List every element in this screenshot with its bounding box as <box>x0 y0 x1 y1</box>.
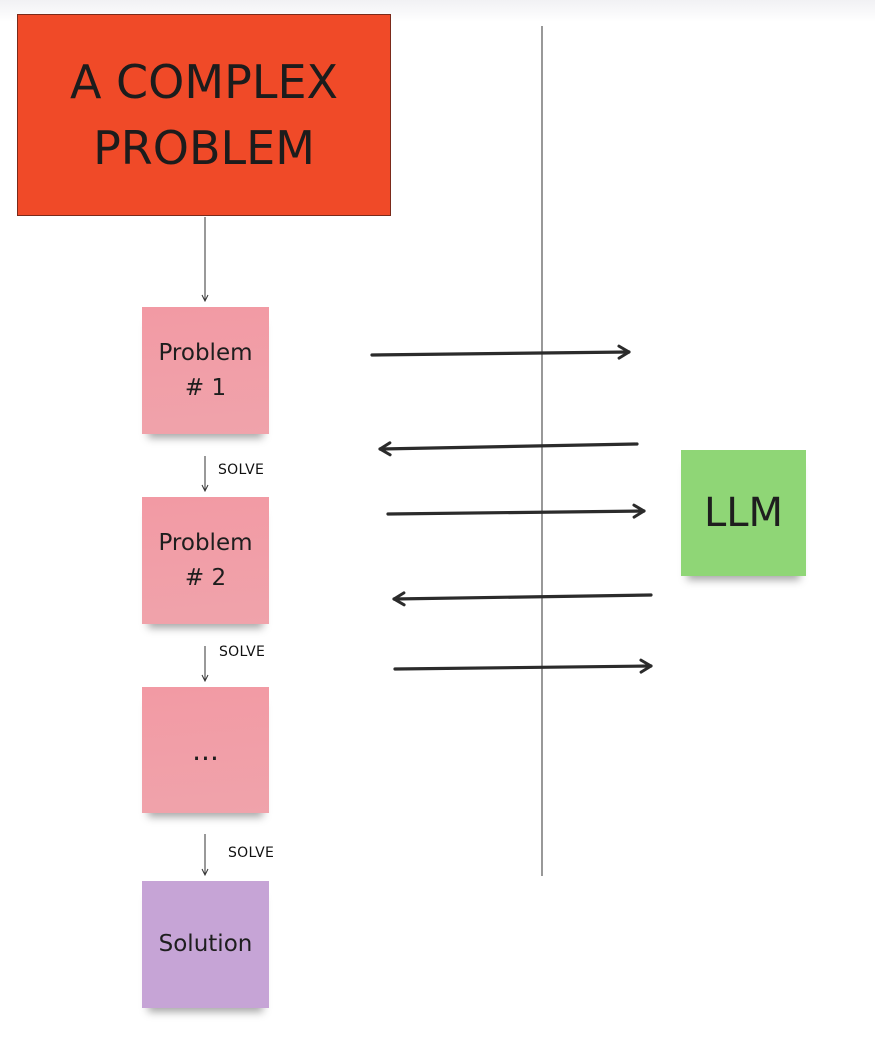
solution-note: Solution <box>142 881 269 1008</box>
arrow-from-llm-1 <box>378 441 639 457</box>
arrow-to-llm-1 <box>370 344 631 360</box>
solve-label-1: SOLVE <box>218 462 265 478</box>
problem-1-note: Problem # 1 <box>142 307 269 434</box>
arrow-from-llm-2 <box>392 591 653 607</box>
problem-2-note: Problem # 2 <box>142 497 269 624</box>
solve-label-3: SOLVE <box>228 845 275 861</box>
arrow-to-llm-3 <box>393 658 653 674</box>
llm-note: LLM <box>681 450 806 576</box>
solve-label-2: SOLVE <box>219 644 266 660</box>
complex-problem-box: A COMPLEX PROBLEM <box>17 14 391 216</box>
arrow-to-llm-2 <box>386 503 646 519</box>
ellipsis-note: ... <box>142 687 269 813</box>
